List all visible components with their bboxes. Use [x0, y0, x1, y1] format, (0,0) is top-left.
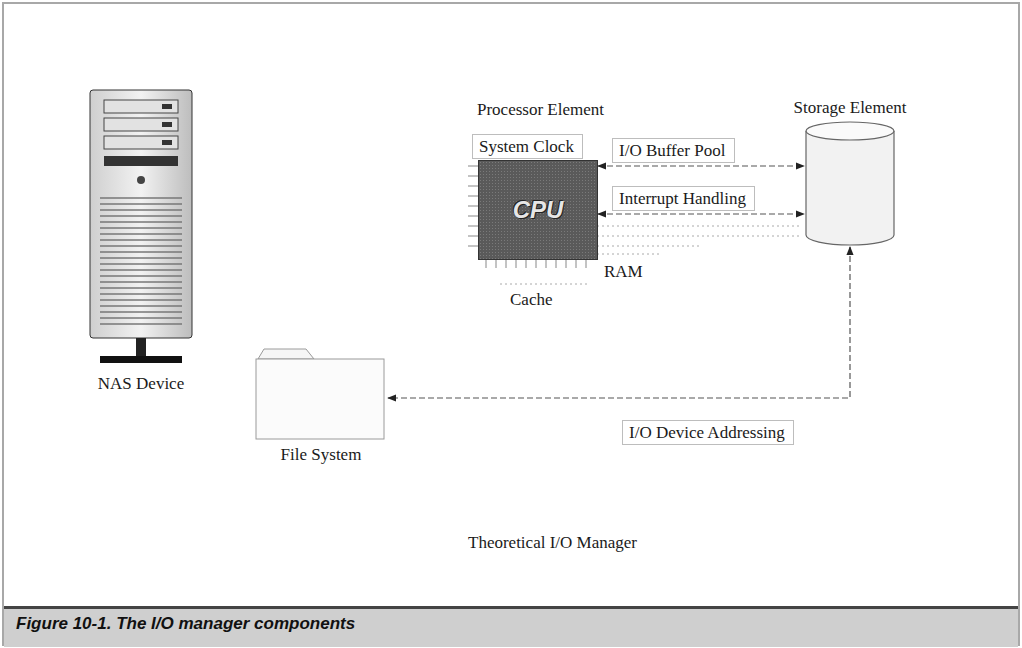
- node-text: I/O Device Addressing: [629, 423, 787, 442]
- manager-label: Theoretical I/O Manager: [468, 533, 637, 553]
- node-text: File System: [254, 445, 388, 465]
- file-system-folder: File System: [254, 345, 388, 465]
- storage-cylinder: Storage Element: [780, 98, 920, 247]
- node-text: NAS Device: [82, 374, 200, 394]
- server-illustration: [82, 88, 200, 370]
- node-text: CPU: [513, 196, 564, 224]
- io-connector: [598, 213, 804, 214]
- system-clock-box: System Clock: [472, 134, 583, 159]
- node-text: Storage Element: [780, 98, 920, 118]
- cache-label: Cache: [510, 290, 552, 310]
- io-connector: [388, 247, 850, 398]
- buffer-pool-box: I/O Buffer Pool: [612, 138, 735, 163]
- node-text: I/O Buffer Pool: [619, 141, 728, 160]
- figure-caption: Figure 10-1. The I/O manager components: [16, 614, 355, 634]
- nas-server: NAS Device: [82, 88, 200, 394]
- ram-label: RAM: [604, 262, 643, 282]
- element-label: Processor Element: [477, 100, 604, 120]
- folder-outline: [254, 345, 388, 441]
- node-text: System Clock: [479, 137, 576, 156]
- cylinder-outline: [804, 121, 896, 247]
- io-connector: [598, 165, 804, 166]
- node-text: Interrupt Handling: [619, 189, 748, 208]
- interrupt-box: Interrupt Handling: [612, 186, 755, 211]
- addressing-box: I/O Device Addressing: [622, 420, 794, 445]
- cpu-chip: CPU: [478, 160, 598, 260]
